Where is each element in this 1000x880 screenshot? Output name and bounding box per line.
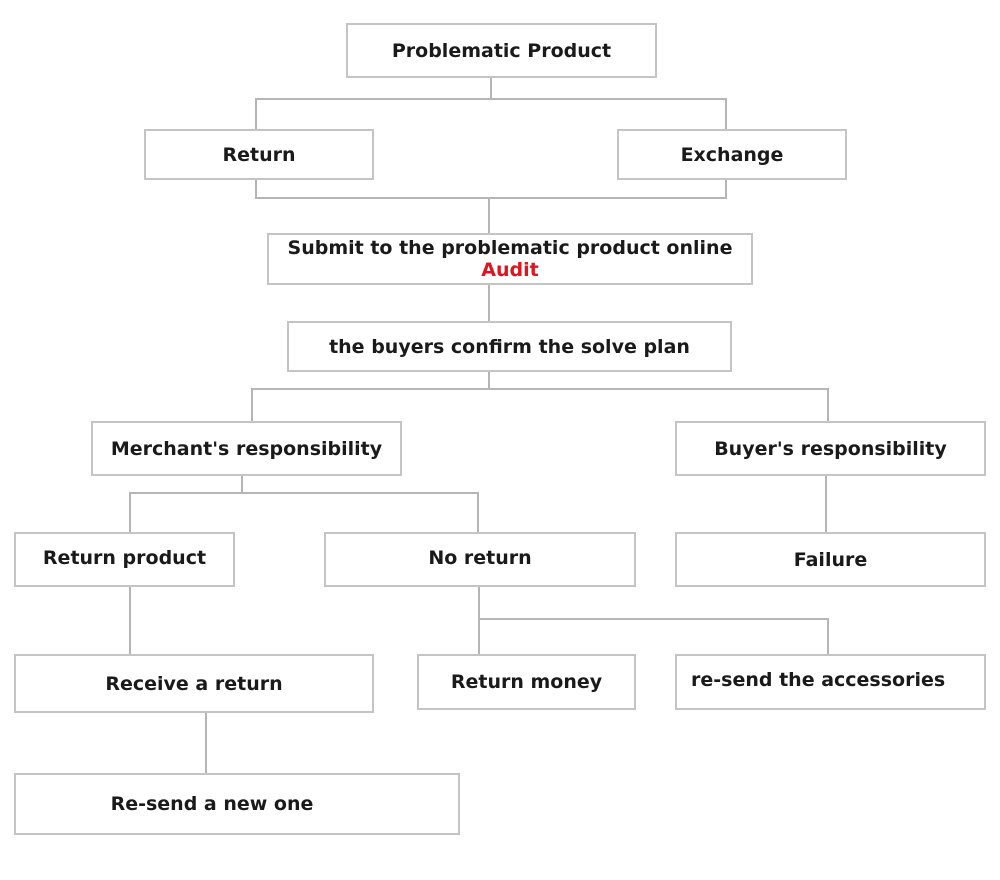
connector [251, 388, 253, 422]
connector [205, 711, 207, 775]
return-product-box: Return product [14, 532, 235, 587]
connector [488, 197, 490, 235]
exchange-box: Exchange [617, 129, 847, 180]
submit-online-box: Submit to the problematic product online… [267, 233, 753, 285]
connector [129, 492, 131, 533]
no-return-label: No return [428, 546, 532, 569]
return-money-label: Return money [450, 671, 603, 693]
return-label: Return [222, 143, 296, 166]
connector [825, 474, 827, 533]
receive-return-label: Receive a return [105, 672, 283, 695]
return-product-label: Return product [42, 546, 207, 569]
merchant-responsibility-label: Merchant's responsibility [110, 437, 383, 460]
merchant-responsibility-box: Merchant's responsibility [91, 421, 402, 476]
connector [129, 492, 479, 494]
return-money-box: Return money [417, 654, 636, 710]
connector [725, 178, 727, 199]
buyers-confirm-label: the buyers confirm the solve plan [329, 335, 690, 358]
connector [827, 618, 829, 655]
connector [255, 98, 727, 100]
failure-box: Failure [675, 532, 986, 587]
audit-label: Audit [481, 259, 539, 281]
exchange-label: Exchange [680, 143, 784, 166]
connector [478, 618, 829, 620]
resend-accessories-box: re-send the accessories [675, 654, 986, 710]
connector [255, 98, 257, 130]
connector [255, 178, 257, 199]
connector [251, 388, 829, 390]
connector [827, 388, 829, 422]
buyer-responsibility-box: Buyer's responsibility [675, 421, 986, 476]
connector [490, 76, 492, 99]
buyer-responsibility-label: Buyer's responsibility [714, 437, 947, 460]
receive-return-box: Receive a return [14, 654, 374, 713]
return-box: Return [144, 129, 374, 180]
problematic-product-box: Problematic Product [346, 23, 657, 78]
resend-new-label: Re-send a new one [110, 793, 314, 815]
connector [477, 492, 479, 533]
problematic-product-label: Problematic Product [391, 39, 612, 62]
connector [488, 370, 490, 390]
no-return-box: No return [324, 532, 636, 587]
connector [488, 284, 490, 322]
failure-label: Failure [793, 548, 868, 571]
connector [255, 197, 727, 199]
connector [241, 474, 243, 493]
connector [725, 98, 727, 130]
resend-accessories-label: re-send the accessories [691, 669, 946, 691]
submit-online-label: Submit to the problematic product online [287, 237, 733, 259]
buyers-confirm-box: the buyers confirm the solve plan [287, 321, 732, 372]
connector [129, 585, 131, 655]
connector [478, 585, 480, 655]
resend-new-box: Re-send a new one [14, 773, 460, 835]
